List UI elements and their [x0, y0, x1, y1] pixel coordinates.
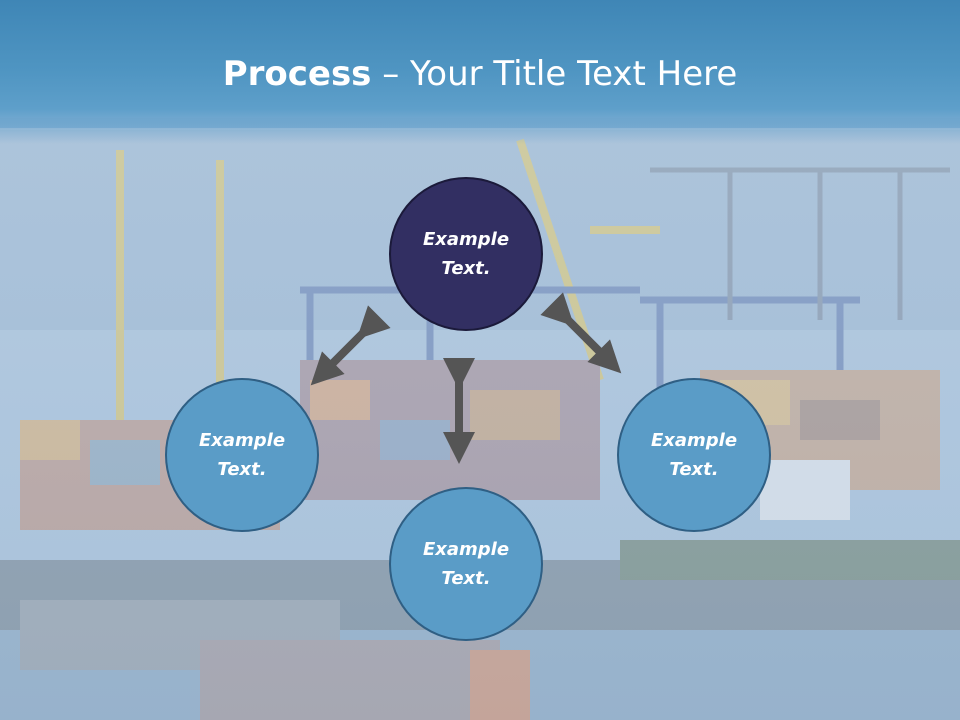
arrow-top-left: [310, 305, 391, 386]
slide-title[interactable]: Process – Your Title Text Here: [0, 50, 960, 98]
node-label: Example Text.: [198, 430, 286, 480]
node-label: Example Text.: [422, 539, 510, 589]
process-node-left[interactable]: Example Text.: [165, 378, 319, 532]
process-node-bottom[interactable]: Example Text.: [389, 487, 543, 641]
title-banner-fade: [0, 118, 960, 144]
process-node-top[interactable]: Example Text.: [389, 177, 543, 331]
title-bold: Process: [222, 54, 372, 94]
title-banner: [0, 0, 960, 128]
node-label: Example Text.: [422, 229, 510, 279]
node-label: Example Text.: [650, 430, 738, 480]
arrow-top-right: [540, 292, 622, 374]
title-rest: – Your Title Text Here: [371, 54, 738, 94]
process-node-right[interactable]: Example Text.: [617, 378, 771, 532]
